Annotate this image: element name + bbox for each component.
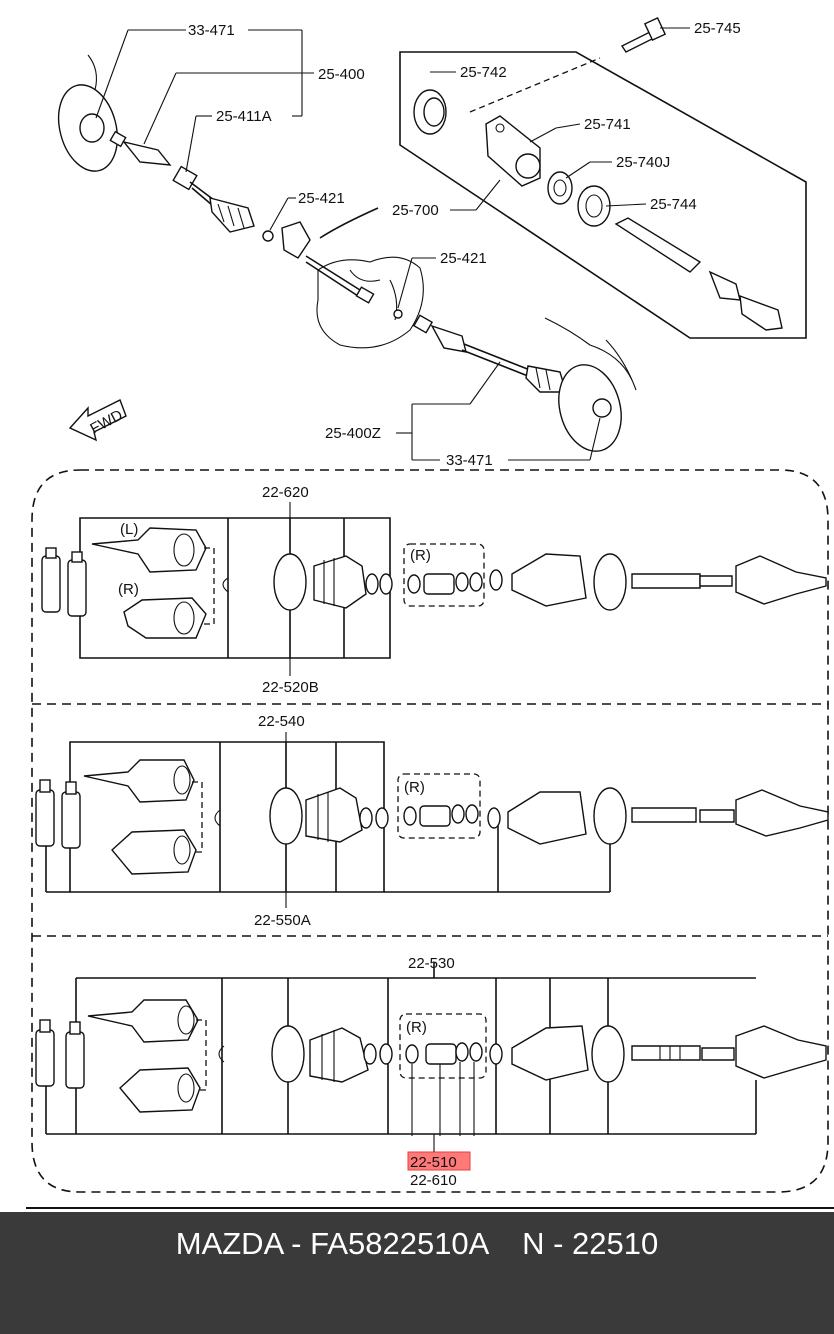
panel1-top-label: 22-620	[262, 484, 309, 501]
label-25-700: 25-700	[392, 202, 439, 219]
panel2-bottom-label: 22-550A	[254, 912, 311, 929]
panel2-box-R: (R)	[404, 779, 425, 796]
panel-3: (R) 22-530 22-510 22-610	[35, 955, 827, 1189]
panel2-top-label: 22-540	[258, 713, 305, 730]
panel-1: (L) (R) (R) 22-620 22-520B	[41, 484, 827, 696]
intermediate-joint	[281, 221, 403, 319]
right-drive-shaft	[412, 314, 589, 406]
bolt-25-745	[620, 16, 667, 53]
detail-box-25-700	[399, 51, 807, 339]
leader-lines-top	[95, 27, 690, 461]
label-25-742: 25-742	[460, 64, 507, 81]
panel3-box-R: (R)	[406, 1019, 427, 1036]
panel-2: (R) 22-540 22-550A	[35, 713, 829, 929]
transmission-outline	[316, 207, 424, 349]
panel3-highlight-label: 22-510	[410, 1154, 457, 1171]
label-25-744: 25-744	[650, 196, 697, 213]
left-drive-shaft	[109, 130, 274, 242]
fwd-arrow-icon: FWD	[68, 399, 127, 442]
variants-panel-border	[31, 469, 829, 1193]
label-25-741: 25-741	[584, 116, 631, 133]
panel3-bottom-label: 22-610	[410, 1172, 457, 1189]
label-25-421-a: 25-421	[298, 190, 345, 207]
right-hub	[544, 317, 637, 452]
label-33-471-top: 33-471	[188, 22, 235, 39]
shaft-25-700	[614, 217, 783, 331]
label-33-471-bottom: 33-471	[446, 452, 493, 469]
panel1-bottom-label: 22-520B	[262, 679, 319, 696]
bracket-25-741	[485, 115, 541, 187]
footer-bar: MAZDA - FA5822510A N - 22510	[0, 1212, 834, 1334]
label-25-421-b: 25-421	[440, 250, 487, 267]
seal-25-742	[413, 89, 447, 135]
top-exploded-view: FWD 33-471 25-400 25-411A 25-421 25-	[57, 16, 807, 469]
parts-diagram: FWD 33-471 25-400 25-411A 25-421 25-	[26, 16, 834, 1209]
label-25-745: 25-745	[694, 20, 741, 37]
bearing-25-740J	[547, 171, 573, 205]
label-25-740J: 25-740J	[616, 154, 670, 171]
highlight-box	[407, 1151, 471, 1171]
label-25-400: 25-400	[318, 66, 365, 83]
bearing-25-744	[577, 185, 611, 227]
part-number-caption: MAZDA - FA5822510A N - 22510	[175, 1226, 659, 1261]
panel1-mark-L: (L)	[120, 521, 138, 538]
panel1-mark-R: (R)	[118, 581, 139, 598]
label-25-400Z: 25-400Z	[325, 425, 381, 442]
label-25-411A: 25-411A	[216, 108, 272, 125]
panel1-box-R: (R)	[410, 547, 431, 564]
panel3-top-label: 22-530	[408, 955, 455, 972]
